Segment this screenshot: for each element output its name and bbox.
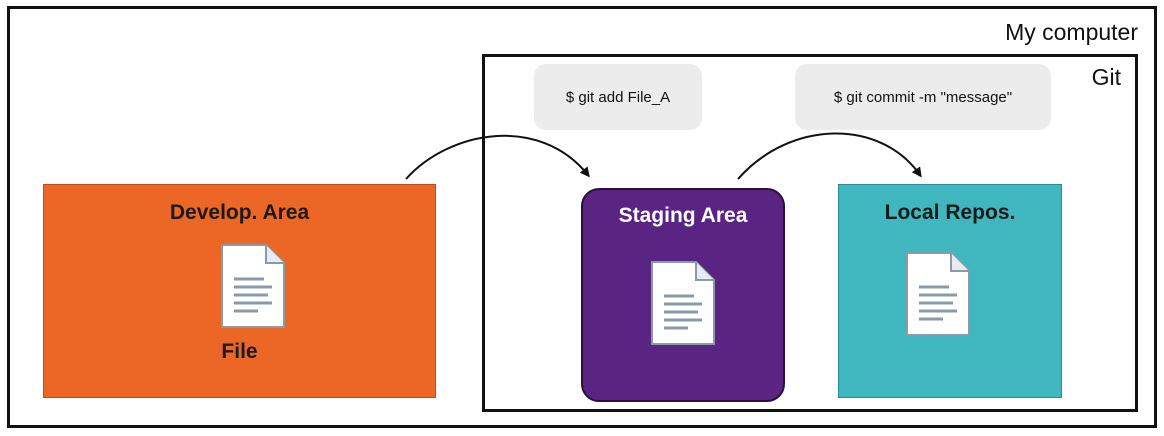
staging-area-title: Staging Area <box>618 204 748 227</box>
local-repository-area: Local Repos. <box>838 184 1062 398</box>
local-repository-title: Local Repos. <box>884 201 1016 224</box>
document-icon <box>221 244 285 328</box>
staging-area: Staging Area <box>581 188 785 402</box>
git-boundary: Git <box>482 54 1138 412</box>
git-commit-command-text: $ git commit -m "message" <box>833 88 1013 106</box>
git-add-command: $ git add File_A <box>534 64 702 130</box>
document-icon <box>906 252 970 336</box>
document-icon <box>651 261 715 345</box>
my-computer-boundary: My computer <box>7 6 1157 428</box>
develop-area: Develop. Area File <box>43 184 436 398</box>
file-label: File <box>221 340 258 363</box>
git-add-command-text: $ git add File_A <box>565 88 671 106</box>
develop-area-title: Develop. Area <box>169 201 310 224</box>
my-computer-label: My computer <box>1005 19 1138 45</box>
git-label: Git <box>1091 64 1121 90</box>
git-commit-command: $ git commit -m "message" <box>795 64 1051 130</box>
